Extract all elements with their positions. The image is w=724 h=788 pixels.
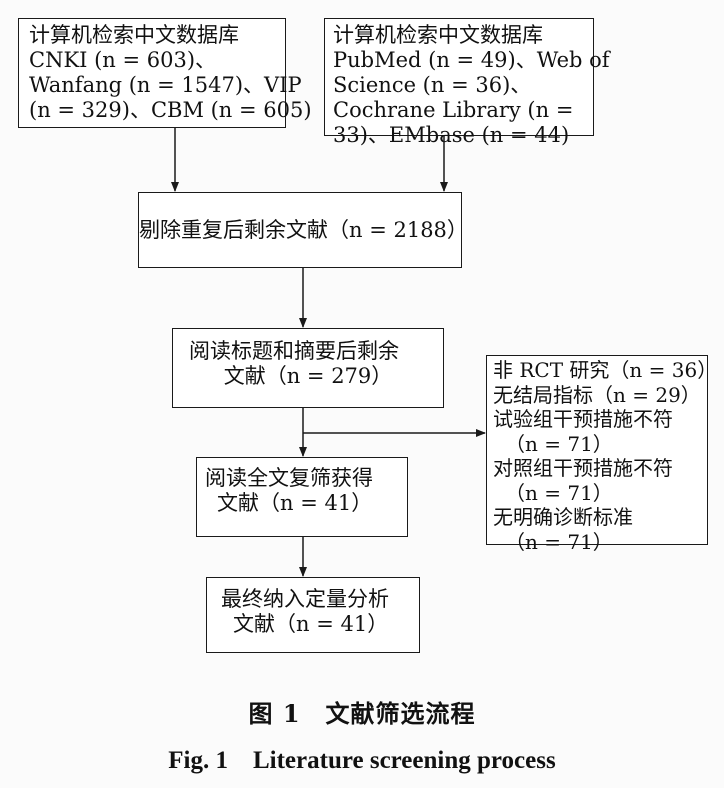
english-database-line-4: 33)、EMbase (n = 44)	[333, 123, 570, 147]
exclusion-control-group-count: （n = 71）	[505, 480, 613, 505]
exclusion-no-diagnosis-count: （n = 71）	[505, 529, 613, 554]
english-database-line-3: Cochrane Library (n =	[333, 98, 574, 122]
english-database-line-1: PubMed (n = 49)、Web of	[333, 48, 610, 72]
chinese-database-title: 计算机检索中文数据库	[29, 23, 239, 47]
exclusion-trial-group: 试验组干预措施不符	[493, 407, 673, 431]
title-abstract-line-1: 阅读标题和摘要后剩余	[189, 339, 399, 363]
title-abstract-line-2: 文献（n = 279）	[223, 364, 393, 388]
deduplication-box: 剔除重复后剩余文献（n = 2188）	[138, 192, 468, 268]
chinese-database-line-1: CNKI (n = 603)、	[29, 48, 217, 72]
exclusion-reasons-box: 非 RCT 研究（n = 36） 无结局指标（n = 29） 试验组干预措施不符…	[486, 355, 718, 554]
chinese-database-line-2: Wanfang (n = 1547)、VIP	[29, 73, 302, 97]
exclusion-control-group: 对照组干预措施不符	[493, 456, 673, 480]
deduplication-text: 剔除重复后剩余文献（n = 2188）	[139, 217, 468, 242]
chinese-database-line-3: (n = 329)、CBM (n = 605)	[29, 98, 312, 122]
chinese-database-box: 计算机检索中文数据库 CNKI (n = 603)、 Wanfang (n = …	[18, 18, 312, 128]
title-abstract-box: 阅读标题和摘要后剩余 文献（n = 279）	[172, 328, 444, 408]
exclusion-no-outcome: 无结局指标（n = 29）	[493, 382, 701, 407]
full-text-line-1: 阅读全文复筛获得	[205, 466, 373, 490]
exclusion-trial-group-count: （n = 71）	[505, 431, 613, 456]
full-text-line-2: 文献（n = 41）	[217, 491, 373, 515]
figure-caption-chinese: 图 1 文献筛选流程	[248, 699, 476, 728]
final-inclusion-line-2: 文献（n = 41）	[233, 612, 389, 636]
final-inclusion-line-1: 最终纳入定量分析	[221, 587, 389, 611]
figure-caption-english: Fig. 1 Literature screening process	[168, 747, 556, 774]
english-database-line-2: Science (n = 36)、	[333, 73, 532, 97]
final-inclusion-box: 最终纳入定量分析 文献（n = 41）	[206, 577, 420, 653]
english-database-title: 计算机检索中文数据库	[333, 23, 543, 47]
full-text-box: 阅读全文复筛获得 文献（n = 41）	[196, 457, 408, 537]
exclusion-non-rct: 非 RCT 研究（n = 36）	[493, 358, 718, 382]
english-database-box: 计算机检索中文数据库 PubMed (n = 49)、Web of Scienc…	[324, 18, 610, 147]
exclusion-no-diagnosis: 无明确诊断标准	[493, 505, 633, 529]
